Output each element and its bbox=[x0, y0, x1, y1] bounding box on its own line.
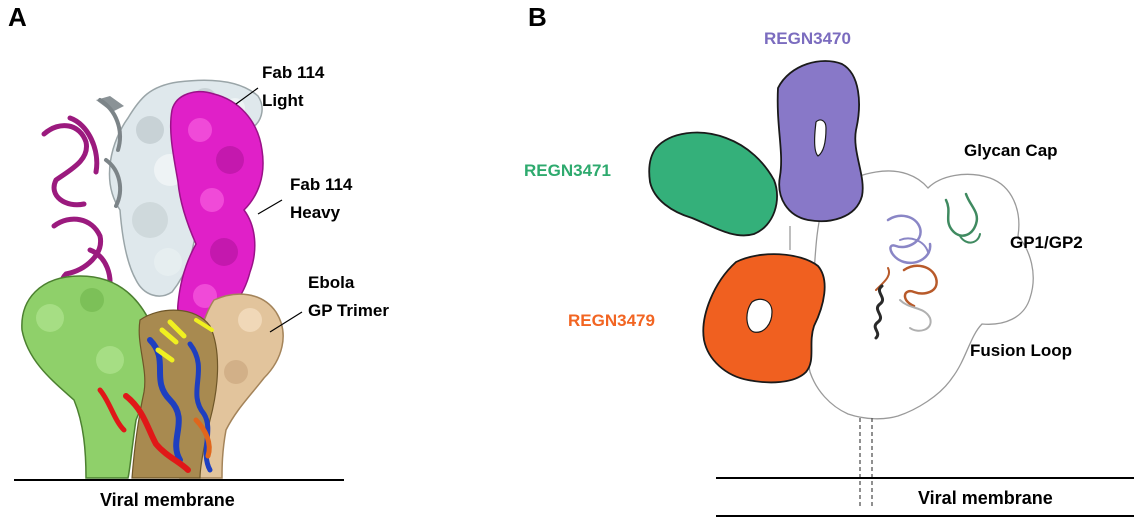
gp-internal-ribbons bbox=[873, 192, 981, 340]
fab-grey-ribbon bbox=[98, 98, 123, 208]
label-gp-trimer: Ebola GP Trimer bbox=[308, 273, 389, 320]
viral-membrane-label-a: Viral membrane bbox=[100, 490, 235, 510]
regn3470-fab-hole bbox=[814, 119, 827, 157]
label-glycan-cap: Glycan Cap bbox=[964, 141, 1058, 160]
panel-a-letter: A bbox=[8, 2, 27, 32]
panel-b-letter: B bbox=[528, 2, 547, 32]
fab-ribbon bbox=[41, 115, 113, 300]
label-gp1-gp2: GP1/GP2 bbox=[1010, 233, 1083, 252]
label-fab-heavy: Fab 114 Heavy bbox=[290, 175, 357, 222]
label-regn3470: REGN3470 bbox=[764, 29, 851, 48]
regn3479-fab-hole bbox=[746, 298, 773, 333]
viral-membrane-label-b: Viral membrane bbox=[918, 488, 1053, 508]
panel-b: B REGN3470 REGN3471 REGN3479 bbox=[524, 2, 1134, 517]
label-fab-light: Fab 114 Light bbox=[262, 63, 329, 110]
panel-a: A bbox=[8, 2, 389, 510]
gp-transmembrane-stem bbox=[859, 418, 873, 508]
regn3471-fab-shape bbox=[648, 131, 778, 237]
label-regn3479: REGN3479 bbox=[568, 311, 655, 330]
label-regn3471: REGN3471 bbox=[524, 161, 611, 180]
gp-ribbons bbox=[97, 318, 214, 473]
gp-trimer-surface bbox=[21, 275, 284, 479]
callout-lines-a bbox=[235, 87, 303, 333]
fab-heavy-surface bbox=[169, 90, 264, 332]
label-fusion-loop: Fusion Loop bbox=[970, 341, 1072, 360]
